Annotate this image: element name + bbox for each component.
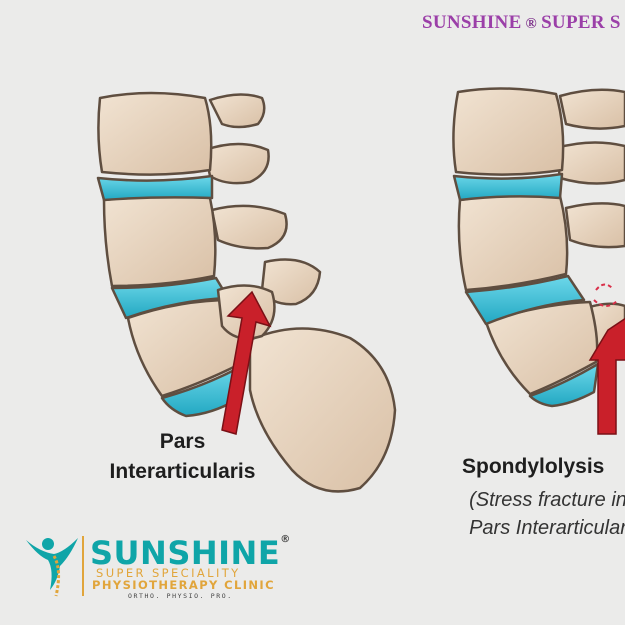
header-brand: SUNSHINE — [422, 12, 522, 33]
left-posterior-process-3 — [210, 204, 288, 250]
left-vertebra-2 — [102, 195, 217, 288]
spondylolysis-desc-line2: Pars Interarticular — [469, 517, 625, 539]
pars-label: Pars Interarticularis — [70, 427, 295, 487]
right-disc-3 — [528, 362, 600, 408]
right-lumbar-spine — [452, 87, 625, 408]
right-arrow-icon — [588, 317, 625, 435]
left-sacrum — [248, 327, 397, 493]
left-arrow-icon — [221, 290, 272, 435]
spondylolysis-desc-line1: (Stress fracture in — [469, 489, 625, 511]
right-vertebra-1 — [452, 87, 565, 176]
right-posterior-process-2 — [554, 141, 625, 185]
spondylolysis-description: (Stress fracture in Pars Interarticular — [438, 486, 625, 542]
spondylolysis-title: Spondylolysis — [462, 455, 605, 478]
right-posterior-process-1 — [558, 88, 625, 130]
right-disc-2 — [464, 274, 586, 326]
header-registered-mark: ® — [525, 16, 538, 32]
logo-figure-icon — [26, 538, 78, 597]
left-disc-1 — [96, 174, 214, 202]
logo-name-text: SUNSHINE — [90, 534, 281, 572]
pars-label-line1: Pars — [159, 430, 206, 453]
logo-divider — [82, 536, 84, 596]
logo-name: SUNSHINE® — [90, 534, 291, 572]
left-vertebra-1 — [97, 91, 213, 176]
right-vertebra-2 — [457, 193, 569, 292]
brand-header: SUNSHINE®SUPER S — [422, 12, 621, 34]
right-vertebra-3 — [484, 300, 599, 396]
logo-registered-mark: ® — [280, 534, 291, 545]
left-posterior-process-1 — [208, 93, 266, 129]
header-rest: SUPER S — [541, 12, 621, 33]
pars-label-line2: Interarticularis — [109, 460, 256, 483]
fracture-mark-icon — [593, 283, 619, 307]
left-disc-3 — [160, 364, 244, 418]
left-posterior-process-2 — [203, 142, 270, 185]
clinic-logo: SUNSHINE® SUPER SPECIALITY PHYSIOTHERAPY… — [24, 530, 294, 600]
logo-tagline-1: SUPER SPECIALITY — [96, 566, 241, 580]
logo-tagline-2: PHYSIOTHERAPY CLINIC — [92, 578, 275, 592]
logo-tagline-3: ORTHO. PHYSIO. PRO. — [128, 592, 233, 600]
right-posterior-process-3 — [564, 202, 625, 249]
right-disc-1 — [452, 172, 564, 202]
